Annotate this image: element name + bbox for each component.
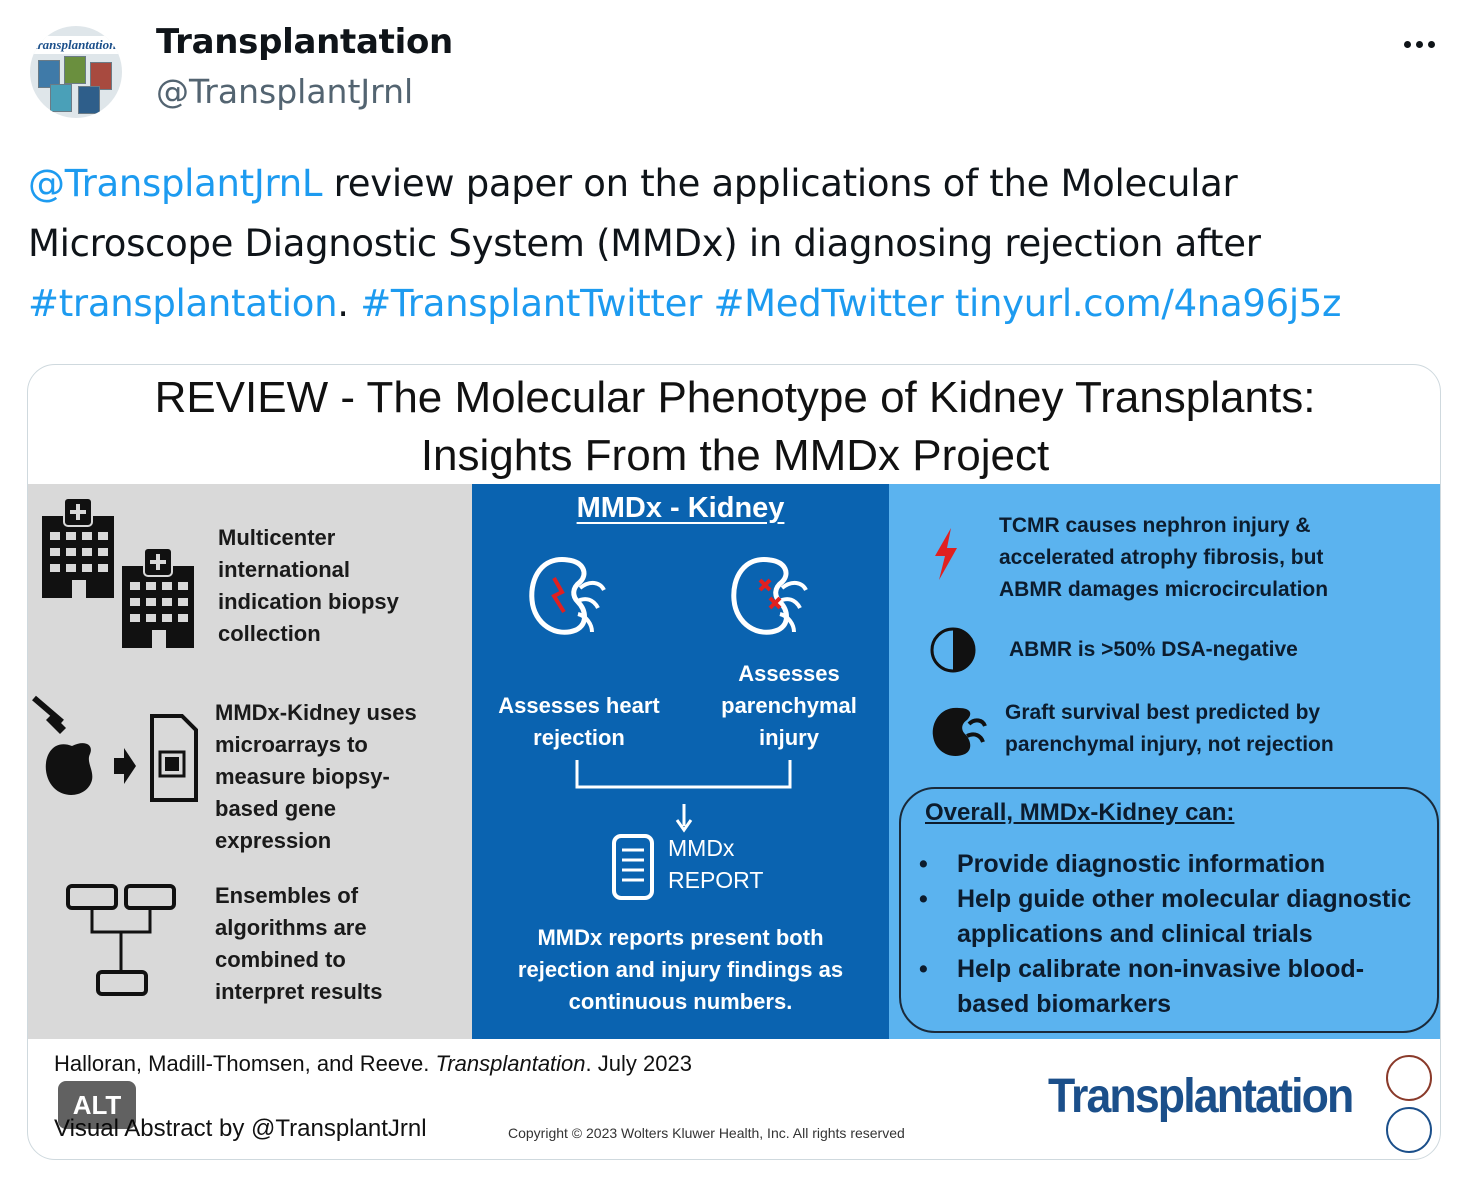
label-assesses-heart-rejection: Assesses heart rejection bbox=[492, 690, 666, 754]
right-point-2: ABMR is >50% DSA-negative bbox=[1009, 638, 1298, 661]
text-line: TCMR causes nephron injury & bbox=[999, 514, 1311, 537]
text-line: MMDx-Kidney uses bbox=[215, 700, 417, 725]
text-line: accelerated atrophy fibrosis, but bbox=[999, 546, 1324, 569]
avatar-cover-image bbox=[64, 56, 86, 84]
citation-journal: Transplantation bbox=[435, 1051, 586, 1076]
mention-link[interactable]: @TransplantJrnL bbox=[28, 162, 323, 205]
text-line: Multicenter bbox=[218, 525, 336, 550]
right-point-3: Graft survival best predicted by parench… bbox=[1005, 697, 1334, 761]
overall-summary-box: Overall, MMDx-Kidney can: Provide diagno… bbox=[899, 787, 1439, 1033]
infographic-title: REVIEW - The Molecular Phenotype of Kidn… bbox=[28, 369, 1440, 485]
overall-bullet-list: Provide diagnostic information Help guid… bbox=[917, 847, 1427, 1022]
avatar-cover-image bbox=[38, 60, 60, 88]
text-line: parenchymal bbox=[721, 693, 857, 718]
more-options-icon[interactable] bbox=[1394, 26, 1444, 62]
middle-heading: MMDx - Kidney bbox=[576, 492, 785, 524]
kidney-heart-rejection-icon bbox=[529, 557, 606, 635]
tweet-text: @TransplantJrnL review paper on the appl… bbox=[28, 154, 1448, 334]
text-line: international bbox=[218, 557, 351, 582]
text-line: algorithms are bbox=[215, 915, 367, 940]
copyright-notice: Copyright © 2023 Wolters Kluwer Health, … bbox=[508, 1125, 905, 1141]
text-line: measure biopsy- bbox=[215, 764, 390, 789]
middle-panel: MMDx - Kidney Assesses heart rejection A… bbox=[472, 484, 889, 1039]
text-line: interpret results bbox=[215, 979, 383, 1004]
left-panel: Multicenter international indication bio… bbox=[28, 484, 472, 1039]
list-item: Help calibrate non-invasive blood-based … bbox=[917, 952, 1427, 1022]
right-panel: TCMR causes nephron injury & accelerated… bbox=[889, 484, 1440, 1039]
text-line: Ensembles of bbox=[215, 883, 359, 908]
text-line: indication biopsy bbox=[218, 589, 399, 614]
citation: Halloran, Madill-Thomsen, and Reeve. Tra… bbox=[54, 1051, 692, 1077]
avatar-cover-image bbox=[78, 86, 100, 114]
society-seal-icon bbox=[1386, 1107, 1432, 1153]
hashtag-transplantation[interactable]: #transplantation bbox=[28, 282, 338, 325]
left-item-1-text: Multicenter international indication bio… bbox=[218, 522, 399, 650]
text-line: expression bbox=[215, 828, 332, 853]
text-line: combined to bbox=[215, 947, 346, 972]
text-line: continuous numbers. bbox=[568, 989, 793, 1014]
text-line: Graft survival best predicted by bbox=[1005, 701, 1321, 724]
half-circle-icon bbox=[930, 627, 976, 673]
transplantation-logo: Transplantation bbox=[1048, 1070, 1354, 1123]
society-seal-icon bbox=[1386, 1055, 1432, 1101]
text-line: rejection bbox=[533, 725, 625, 750]
text-line: MMDx bbox=[668, 835, 735, 861]
infographic-title-line: Insights From the MMDx Project bbox=[420, 431, 1050, 480]
text-line: REPORT bbox=[668, 867, 764, 893]
hashtag-med-twitter[interactable]: #MedTwitter bbox=[713, 282, 944, 325]
text-line: parenchymal injury, not rejection bbox=[1005, 733, 1334, 756]
tweet-url-link[interactable]: tinyurl.com/4na96j5z bbox=[954, 282, 1342, 325]
list-item: Provide diagnostic information bbox=[917, 847, 1427, 882]
algorithm-flowchart-icon bbox=[66, 884, 176, 996]
hospital-icon bbox=[42, 497, 194, 648]
tweet-text-part: . bbox=[337, 282, 361, 325]
citation-authors: Halloran, Madill-Thomsen, and Reeve. bbox=[54, 1051, 436, 1076]
avatar-banner bbox=[30, 36, 122, 54]
avatar-logo-text: transplantation bbox=[34, 37, 117, 52]
author-handle[interactable]: @TransplantJrnl bbox=[156, 72, 414, 111]
tweet-media-image[interactable]: REVIEW - The Molecular Phenotype of Kidn… bbox=[27, 364, 1441, 1160]
kidney-icon bbox=[932, 707, 987, 756]
lightning-bolt-icon bbox=[935, 528, 957, 580]
left-item-2-text: MMDx-Kidney uses microarrays to measure … bbox=[215, 697, 417, 857]
text-line: rejection and injury findings as bbox=[517, 957, 844, 982]
kidney-parenchymal-injury-icon bbox=[731, 557, 808, 635]
infographic-title-line: REVIEW - The Molecular Phenotype of Kidn… bbox=[154, 373, 1316, 422]
avatar-cover-image bbox=[90, 62, 112, 90]
report-document-icon bbox=[612, 834, 654, 900]
text-line: collection bbox=[218, 621, 321, 646]
connector-bracket bbox=[575, 760, 792, 833]
text-line: ABMR damages microcirculation bbox=[999, 578, 1329, 601]
middle-summary: MMDx reports present both rejection and … bbox=[472, 922, 889, 1018]
text-line: based gene bbox=[215, 796, 337, 821]
list-item: Help guide other molecular diagnostic ap… bbox=[917, 882, 1427, 952]
author-avatar[interactable]: transplantation bbox=[30, 26, 122, 118]
avatar-cover-image bbox=[50, 84, 72, 112]
text-line: Assesses heart bbox=[498, 693, 660, 718]
text-line: Assesses bbox=[738, 661, 840, 686]
text-line: MMDx reports present both bbox=[537, 925, 824, 950]
alt-text-badge[interactable]: ALT bbox=[58, 1081, 136, 1129]
right-point-1: TCMR causes nephron injury & accelerated… bbox=[999, 510, 1328, 606]
text-line: microarrays to bbox=[215, 732, 368, 757]
overall-title: Overall, MMDx-Kidney can: bbox=[925, 799, 1235, 826]
hashtag-transplant-twitter[interactable]: #TransplantTwitter bbox=[360, 282, 703, 325]
tweet-text-part: review paper on the applications of the … bbox=[28, 162, 1261, 265]
author-display-name[interactable]: Transplantation bbox=[156, 22, 453, 62]
citation-date: . July 2023 bbox=[585, 1051, 692, 1076]
mmdx-report-label: MMDx REPORT bbox=[668, 832, 763, 896]
text-line: injury bbox=[759, 725, 819, 750]
label-assesses-parenchymal-injury: Assesses parenchymal injury bbox=[706, 658, 872, 754]
biopsy-kidney-chip-icon bbox=[32, 695, 198, 802]
left-item-3-text: Ensembles of algorithms are combined to … bbox=[215, 880, 383, 1008]
